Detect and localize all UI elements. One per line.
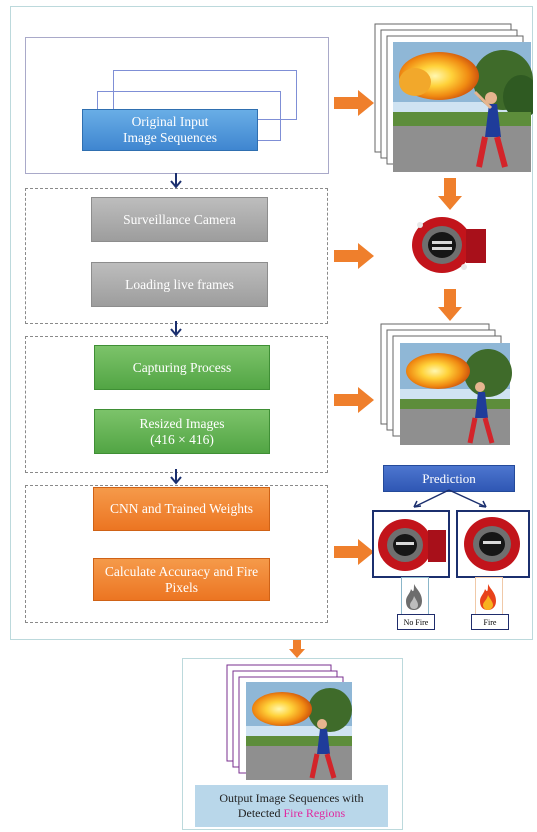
input-sequences-box: Original Input Image Sequences <box>82 109 258 151</box>
accuracy-fire-pixels-box: Calculate Accuracy and Fire Pixels <box>93 558 270 601</box>
fire-camera-image <box>456 510 530 578</box>
right-arrow-4-icon <box>334 539 374 565</box>
down-orange-arrow-1-icon <box>438 178 462 210</box>
loading-frames-box: Loading live frames <box>91 262 268 307</box>
resized-images-box: Resized Images (416 × 416) <box>94 409 270 454</box>
fire-label: Fire <box>471 614 509 630</box>
pipeline-frame <box>10 6 533 640</box>
fire-icon <box>480 584 496 610</box>
output-label-line1: Output Image Sequences with <box>219 791 364 805</box>
right-arrow-3-icon <box>334 387 374 413</box>
fire-regions-highlight: Fire Regions <box>283 806 346 820</box>
no-fire-camera-image <box>372 510 450 578</box>
surveillance-camera-box: Surveillance Camera <box>91 197 268 242</box>
right-arrow-1-icon <box>334 90 374 116</box>
prediction-split-arrows-icon <box>413 489 487 508</box>
fire-image-sequence-1 <box>374 23 533 172</box>
prediction-label: Prediction <box>383 465 515 492</box>
cnn-weights-box: CNN and Trained Weights <box>93 487 270 531</box>
output-image-sequence <box>226 664 352 780</box>
output-frame <box>182 658 403 830</box>
down-arrow-1-icon <box>170 173 182 189</box>
down-arrow-2-icon <box>170 321 182 337</box>
fire-image-sequence-2 <box>380 323 512 445</box>
output-label-line2: Detected Fire Regions <box>238 806 345 821</box>
surveillance-camera-image <box>408 211 488 277</box>
no-fire-icon <box>406 584 422 610</box>
down-orange-arrow-3-icon <box>289 640 305 658</box>
down-orange-arrow-2-icon <box>438 289 462 321</box>
down-arrow-3-icon <box>170 469 182 485</box>
no-fire-label: No Fire <box>397 614 435 630</box>
right-arrow-2-icon <box>334 243 374 269</box>
capturing-process-box: Capturing Process <box>94 345 270 390</box>
output-label-prefix: Detected <box>237 806 284 820</box>
cnn-stage-panel <box>25 485 328 623</box>
output-sequences-label: Output Image Sequences with Detected Fir… <box>195 785 388 827</box>
